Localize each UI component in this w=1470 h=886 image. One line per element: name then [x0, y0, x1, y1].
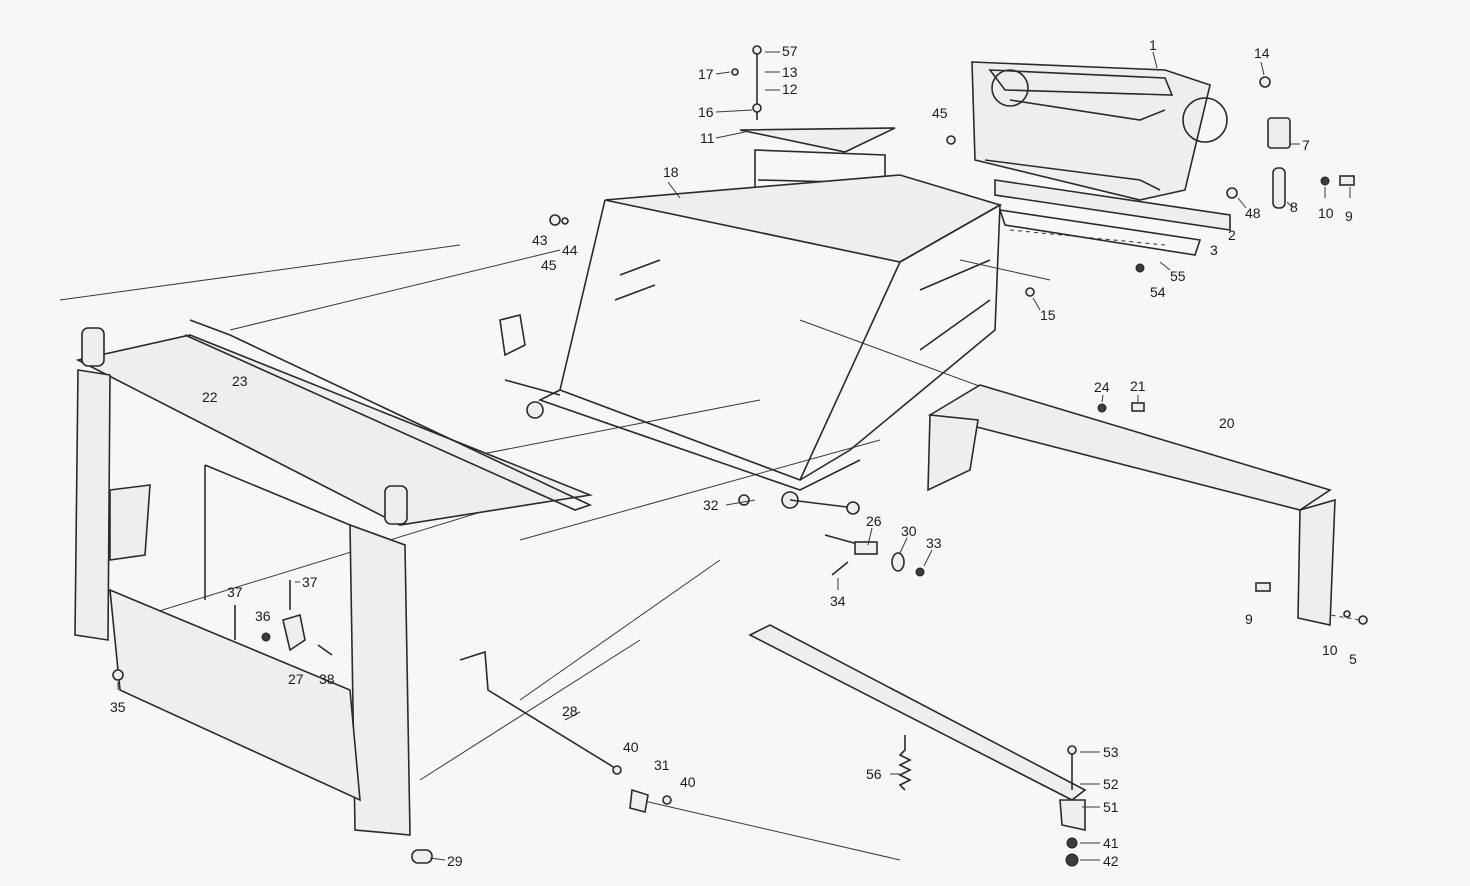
label-9b: 9	[1245, 611, 1253, 627]
part-lower-bar	[748, 624, 1087, 867]
label-36: 36	[255, 608, 271, 624]
label-11: 11	[700, 130, 715, 146]
label-13: 13	[782, 64, 798, 80]
part-front-frame	[74, 319, 593, 864]
label-16: 16	[698, 104, 714, 120]
part-number-labels: 1 14 7 8 10 9 48 2 3 55 54 15 45 57 13 1…	[110, 37, 1357, 869]
part-bracket-27	[234, 580, 333, 656]
label-9a: 9	[1345, 208, 1353, 224]
label-33: 33	[926, 535, 942, 551]
label-10a: 10	[1318, 205, 1334, 221]
label-20: 20	[1219, 415, 1235, 431]
label-14: 14	[1254, 45, 1270, 61]
part-side-guard	[927, 384, 1336, 626]
label-29: 29	[447, 853, 463, 869]
label-32: 32	[703, 497, 719, 513]
label-37a: 37	[227, 584, 243, 600]
label-3: 3	[1210, 242, 1218, 258]
label-18: 18	[663, 164, 679, 180]
part-housing-box	[971, 61, 1228, 201]
label-28: 28	[562, 703, 578, 719]
label-23: 23	[232, 373, 248, 389]
label-57: 57	[782, 43, 798, 59]
label-44: 44	[562, 242, 578, 258]
part-right-brackets	[946, 76, 1355, 297]
part-spring-56	[898, 735, 912, 791]
label-27: 27	[288, 671, 304, 687]
label-53: 53	[1103, 744, 1119, 760]
label-51: 51	[1103, 799, 1119, 815]
part-main-frame	[499, 174, 1003, 515]
label-52: 52	[1103, 776, 1119, 792]
label-21: 21	[1130, 378, 1146, 394]
label-38: 38	[319, 671, 335, 687]
label-45b: 45	[541, 257, 557, 273]
label-34: 34	[830, 593, 846, 609]
label-30: 30	[901, 523, 917, 539]
part-right-screws	[1255, 582, 1368, 625]
leader-lines	[117, 51, 1351, 861]
label-40b: 40	[680, 774, 696, 790]
label-8: 8	[1290, 199, 1298, 215]
label-15: 15	[1040, 307, 1056, 323]
label-43: 43	[532, 232, 548, 248]
label-35: 35	[110, 699, 126, 715]
label-26: 26	[866, 513, 882, 529]
part-strip-rail	[994, 179, 1231, 256]
part-rod-28	[459, 650, 672, 813]
label-5: 5	[1349, 651, 1357, 667]
label-42: 42	[1103, 853, 1119, 869]
label-10b: 10	[1322, 642, 1338, 658]
label-41: 41	[1103, 835, 1119, 851]
label-1: 1	[1149, 37, 1157, 53]
label-55: 55	[1170, 268, 1186, 284]
label-2: 2	[1228, 227, 1236, 243]
label-31: 31	[654, 757, 670, 773]
label-40a: 40	[623, 739, 639, 755]
label-24: 24	[1094, 379, 1110, 395]
label-12: 12	[782, 81, 798, 97]
label-45a: 45	[932, 105, 948, 121]
label-7: 7	[1302, 137, 1310, 153]
part-axle-set	[738, 494, 925, 577]
label-22: 22	[202, 389, 218, 405]
label-54: 54	[1150, 284, 1166, 300]
label-56: 56	[866, 766, 882, 782]
label-17: 17	[698, 66, 714, 82]
label-37b: 37	[302, 574, 318, 590]
label-48: 48	[1245, 205, 1261, 221]
